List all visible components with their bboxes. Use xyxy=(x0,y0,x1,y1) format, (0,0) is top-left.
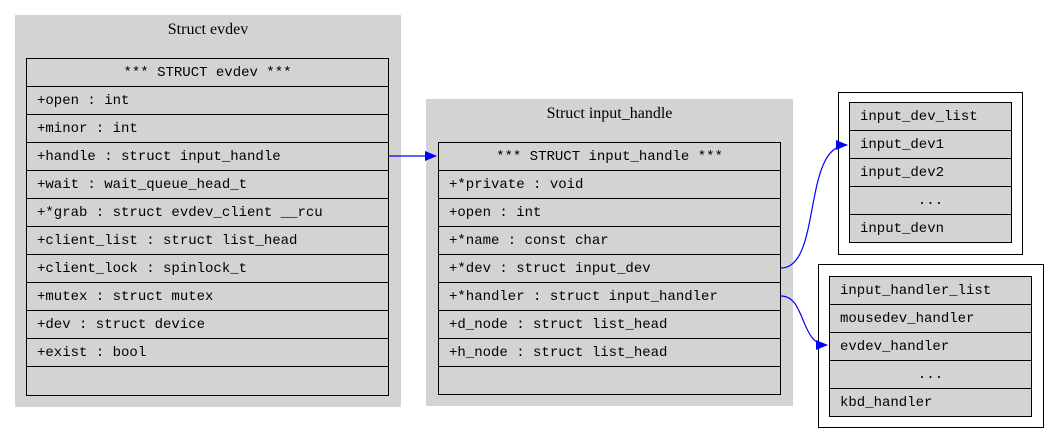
edge-handler-to-evdev-handler xyxy=(780,295,828,350)
evdev-field-client-lock: +client_lock : spinlock_t xyxy=(27,255,388,283)
evdev-field-mutex: +mutex : struct mutex xyxy=(27,283,388,311)
input-handle-field-name: +*name : const char xyxy=(439,227,780,255)
evdev-header-row: *** STRUCT evdev *** xyxy=(27,59,388,87)
evdev-field-grab: +*grab : struct evdev_client __rcu xyxy=(27,199,388,227)
input-handle-field-handler: +*handler : struct input_handler xyxy=(439,283,780,311)
input-handle-field-dev: +*dev : struct input_dev xyxy=(439,255,780,283)
input-dev-item-2: input_dev2 xyxy=(850,159,1011,187)
evdev-field-client-list: +client_list : struct list_head xyxy=(27,227,388,255)
evdev-field-handle: +handle : struct input_handle xyxy=(27,143,388,171)
input-handle-field-d-node: +d_node : struct list_head xyxy=(439,311,780,339)
input-handle-field-private: +*private : void xyxy=(439,171,780,199)
table-input-handler-list: input_handler_list mousedev_handler evde… xyxy=(829,276,1032,417)
table-input-dev-list: input_dev_list input_dev1 input_dev2 ...… xyxy=(849,102,1012,243)
input-handler-item-kbd: kbd_handler xyxy=(840,395,933,411)
evdev-field-minor: +minor : int xyxy=(27,115,388,143)
evdev-field-open: +open : int xyxy=(27,87,388,115)
input-handle-header-row: *** STRUCT input_handle *** xyxy=(439,143,780,171)
cluster-title-input-handle: Struct input_handle xyxy=(546,105,673,122)
evdev-field-wait: +wait : wait_queue_head_t xyxy=(27,171,388,199)
input-dev-list-head: input_dev_list xyxy=(850,103,1011,131)
table-evdev: *** STRUCT evdev *** +open : int +minor … xyxy=(26,58,389,396)
cluster-title-evdev: Struct evdev xyxy=(167,21,249,38)
input-dev-ellipsis: ... xyxy=(850,187,1011,215)
input-handle-field-h-node: +h_node : struct list_head xyxy=(439,339,780,367)
edge-dev-to-input-dev-list xyxy=(780,140,848,269)
input-dev-item-1: input_dev1 xyxy=(850,131,1011,159)
input-handler-list-head: input_handler_list xyxy=(830,277,1031,305)
input-handler-ellipsis: ... xyxy=(830,361,1031,389)
input-handler-item-evdev: evdev_handler xyxy=(830,333,1031,361)
table-input-handle: *** STRUCT input_handle *** +*private : … xyxy=(438,142,781,395)
input-dev-item-n: input_devn xyxy=(860,221,945,237)
evdev-field-dev: +dev : struct device xyxy=(27,311,388,339)
evdev-field-exist: +exist : bool xyxy=(27,339,388,367)
input-handle-field-open: +open : int xyxy=(439,199,780,227)
input-handler-item-mousedev: mousedev_handler xyxy=(830,305,1031,333)
